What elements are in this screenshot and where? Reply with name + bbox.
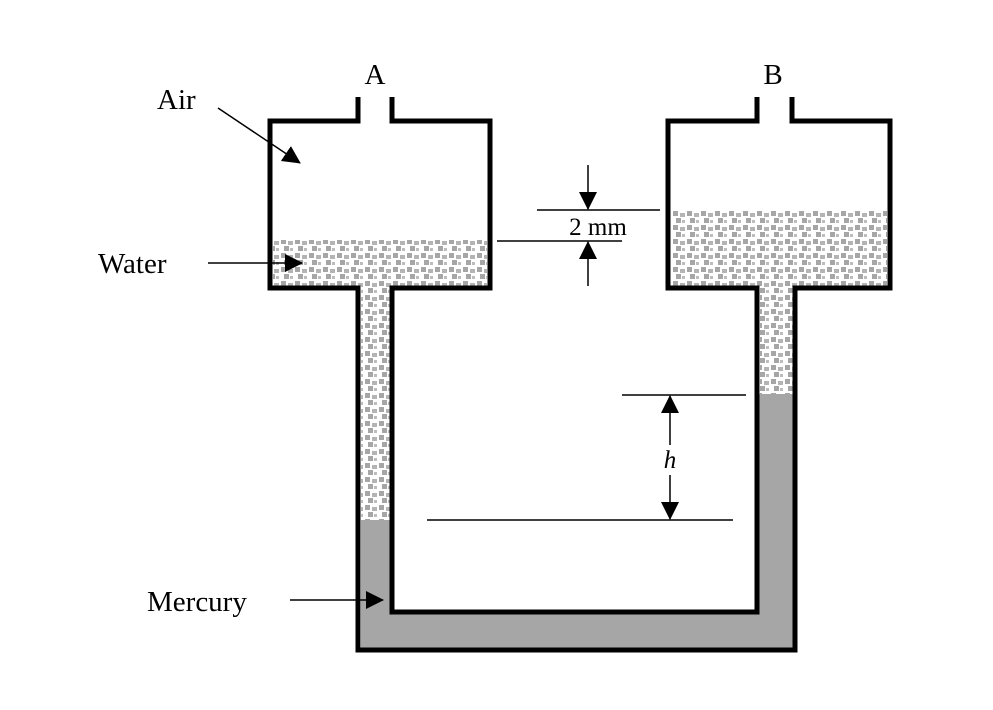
- mercury-label: Mercury: [147, 586, 247, 618]
- air-label: Air: [157, 84, 196, 116]
- water-left: [273, 240, 487, 520]
- tank-b-label: B: [763, 59, 782, 91]
- mercury-column: [361, 394, 793, 649]
- level-difference-label: 2 mm: [569, 214, 627, 241]
- air-arrow-icon: [217, 107, 301, 164]
- water-label: Water: [98, 248, 167, 280]
- height-dimension: [427, 394, 746, 521]
- water-right: [671, 210, 887, 394]
- tank-a-label: A: [365, 59, 386, 91]
- height-label: h: [664, 447, 677, 474]
- label-arrows: [208, 107, 384, 609]
- level-difference-dimension: [497, 165, 660, 286]
- tank-a-walls: [267, 97, 893, 653]
